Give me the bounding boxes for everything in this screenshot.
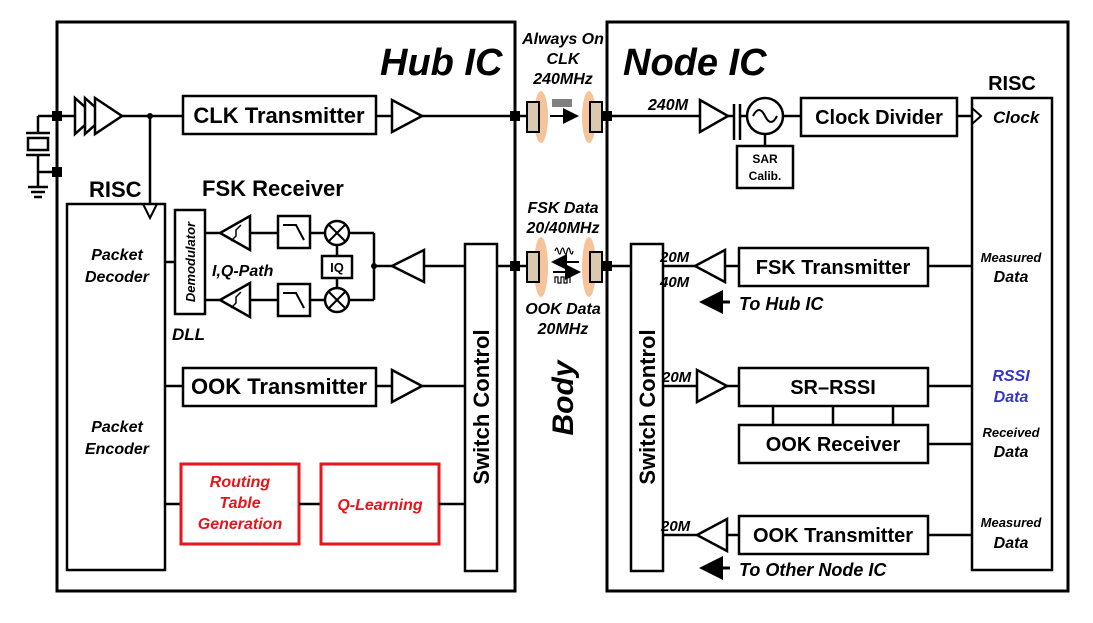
- packet-decoder-line1: Packet: [91, 247, 143, 264]
- q-path-mixer-icon: [323, 286, 351, 314]
- packet-encoder-line1: Packet: [91, 419, 143, 436]
- fsk-receiver-label: FSK Receiver: [202, 176, 344, 201]
- i-path-lowpass-filter-icon: [276, 214, 312, 250]
- hub-pin-clk: [510, 111, 520, 121]
- data-body-channel-icon: [520, 237, 612, 297]
- q-path-limiting-amp-icon: [217, 280, 252, 320]
- sar-calib-line1: SAR: [752, 152, 778, 166]
- fsk-data-label: FSK Data: [527, 200, 598, 217]
- hub-ic-title: Hub IC: [380, 42, 503, 84]
- hub-risc-block: [65, 202, 167, 572]
- iq-path-label: I,Q-Path: [212, 263, 274, 280]
- q-learning-block: [319, 462, 441, 546]
- clk-driver-amp-icon: [390, 97, 425, 135]
- q-learning-label: Q-Learning: [337, 497, 423, 514]
- i-path-limiting-amp-icon: [217, 213, 252, 253]
- routing-table-line1: Routing: [210, 474, 271, 491]
- ook-tx-driver-amp-icon: [694, 516, 729, 554]
- hub-pin-xtal1: [52, 111, 62, 121]
- fsk-tx-40m-label: 40M: [659, 274, 690, 291]
- body-label: Body: [547, 359, 580, 435]
- packet-encoder-line2: Encoder: [85, 441, 150, 458]
- ook-rx-lna-icon: [695, 367, 730, 405]
- node-ic-title: Node IC: [623, 42, 767, 84]
- node-ic-boundary: [605, 20, 1070, 593]
- hub-pin-xtal2: [52, 167, 62, 177]
- ook-data-freq-label: 20MHz: [537, 321, 589, 338]
- measured-data-2-line2: Data: [994, 535, 1029, 552]
- ook-data-label: OOK Data: [525, 301, 601, 318]
- hub-risc-label: RISC: [89, 177, 142, 202]
- hub-ic-boundary: [55, 20, 517, 593]
- packet-decoder-line2: Decoder: [85, 269, 150, 286]
- hub-ook-transmitter-block: [181, 366, 378, 408]
- ook-tx-20m-label: 20M: [660, 518, 691, 535]
- clock-divider-label: Clock Divider: [815, 107, 943, 129]
- clk-body-channel-icon: [520, 91, 612, 143]
- node-fsk-transmitter-label: FSK Transmitter: [756, 257, 911, 279]
- node-clk-amp-icon: [698, 97, 731, 135]
- hub-pin-data: [510, 261, 520, 271]
- node-risc-label: RISC: [988, 73, 1036, 95]
- received-data-line2: Data: [994, 444, 1029, 461]
- hub-ook-transmitter-label: OOK Transmitter: [191, 374, 367, 399]
- routing-table-line3: Generation: [198, 516, 283, 533]
- iq-generator-block: [320, 254, 354, 280]
- hub-switch-control-label: Switch Control: [469, 329, 494, 484]
- node-clk-freq-label: 240M: [647, 97, 689, 114]
- demodulator-block: [173, 208, 207, 316]
- always-on-label: Always On: [521, 31, 604, 48]
- clock-divider-block: [799, 96, 959, 138]
- node-ook-transmitter-block: [737, 514, 930, 556]
- node-risc-clock-port-icon: [971, 107, 983, 125]
- measured-data-1-line1: Measured: [981, 250, 1043, 265]
- measured-data-1-line2: Data: [994, 269, 1029, 286]
- measured-data-2-line1: Measured: [981, 515, 1043, 530]
- fsk-tx-20m-label: 20M: [659, 249, 690, 266]
- clk-transmitter-block: [181, 94, 378, 136]
- sr-rssi-block: [737, 366, 930, 408]
- ook-rx-20m-label: 20M: [661, 369, 692, 386]
- ook-receiver-block: [737, 423, 930, 465]
- always-on-freq-label: 240MHz: [532, 71, 593, 88]
- fsk-data-freq-label: 20/40MHz: [526, 220, 600, 237]
- sr-rssi-label: SR–RSSI: [790, 377, 876, 399]
- always-on-clk-label: CLK: [547, 51, 581, 68]
- received-data-line1: Received: [982, 425, 1040, 440]
- node-risc-clock-port-label: Clock: [993, 108, 1041, 127]
- to-hub-label: To Hub IC: [739, 294, 824, 314]
- node-ook-transmitter-label: OOK Transmitter: [753, 525, 913, 547]
- sar-calib-line2: Calib.: [749, 169, 782, 183]
- i-path-mixer-icon: [323, 219, 351, 247]
- sar-calib-block: [735, 144, 795, 190]
- clk-transmitter-label: CLK Transmitter: [193, 103, 365, 128]
- fsk-tx-driver-amp-icon: [692, 247, 727, 285]
- node-switch-control-block: [629, 242, 665, 573]
- routing-table-line2: Table: [219, 495, 260, 512]
- oscillator-icon: [745, 96, 785, 136]
- crystal-oscillator-icon: [26, 114, 57, 199]
- node-switch-control-label: Switch Control: [635, 329, 660, 484]
- rssi-data-line2: Data: [994, 389, 1029, 406]
- clock-buffer-icon: [62, 95, 125, 137]
- node-pin-clk: [602, 111, 612, 121]
- node-risc-block: [970, 96, 1054, 572]
- iq-generator-label: IQ: [330, 260, 344, 275]
- routing-table-generation-block: [179, 462, 301, 546]
- node-pin-data: [602, 261, 612, 271]
- hub-switch-control-block: [463, 242, 499, 573]
- hub-ook-driver-amp-icon: [390, 367, 425, 405]
- q-path-lowpass-filter-icon: [276, 282, 312, 318]
- injection-capacitor-icon: [732, 104, 747, 140]
- to-other-node-label: To Other Node IC: [739, 560, 887, 580]
- ook-receiver-label: OOK Receiver: [766, 434, 901, 456]
- demodulator-label: Demodulator: [183, 221, 198, 302]
- hub-risc-clock-port-icon: [142, 203, 158, 221]
- fsk-rx-lna-icon: [389, 247, 426, 285]
- rssi-data-line1: RSSI: [992, 368, 1030, 385]
- dll-label: DLL: [172, 325, 205, 344]
- node-fsk-transmitter-block: [737, 246, 930, 288]
